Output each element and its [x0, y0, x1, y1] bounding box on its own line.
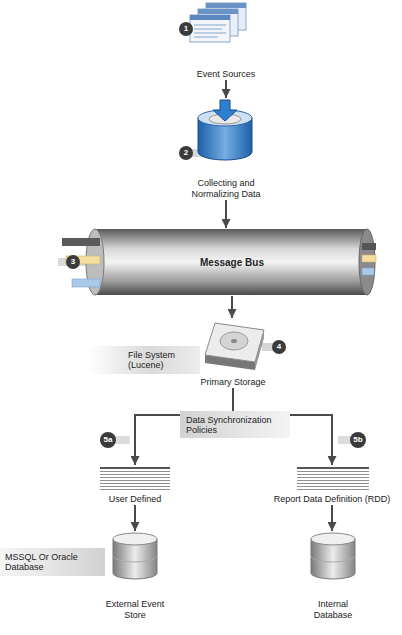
node-label: Primary Storage — [200, 377, 265, 388]
database-node: Internal Database — [293, 531, 373, 621]
node-label: Report Data Definition (RDD) — [274, 494, 391, 505]
grid-top — [297, 467, 369, 469]
table-grid-icon — [297, 467, 369, 491]
database-node: External Event Store — [95, 531, 175, 621]
sync-node: Report Data Definition (RDD) — [262, 465, 402, 505]
callout-number: 2 — [179, 146, 193, 160]
sync-node: User Defined — [90, 465, 180, 505]
table-grid-icon — [100, 467, 170, 491]
node-label: Message Bus — [200, 257, 264, 268]
pipe-end — [359, 229, 375, 295]
window-titlebar — [198, 9, 238, 14]
drive-platter — [220, 332, 248, 350]
window-titlebar — [190, 15, 230, 20]
window-lines — [194, 25, 226, 37]
window-stack-icon — [190, 3, 246, 42]
callout-number: 5b — [350, 432, 366, 448]
db-band — [113, 556, 157, 562]
db-top — [311, 533, 355, 545]
grid-lines — [297, 467, 369, 491]
hard-drive-icon — [205, 323, 264, 370]
node-label: User Defined — [109, 494, 162, 505]
collector-disk-icon — [198, 100, 252, 160]
node-label: Collecting and Normalizing Data — [185, 178, 267, 200]
drive-top — [205, 323, 264, 362]
db-top — [113, 533, 157, 545]
annotation-tag: Data Synchronization Policies — [180, 411, 290, 438]
flow-connector — [134, 505, 136, 531]
annotation-tag: MSSQL Or Oracle Database — [0, 548, 105, 576]
source-node: Event Sources — [166, 2, 286, 80]
drive-spindle — [231, 339, 237, 343]
window-titlebar — [206, 3, 246, 8]
message-bus-pipe — [62, 229, 376, 295]
bus-node: Message Bus — [88, 228, 376, 296]
callout-number: 3 — [66, 255, 80, 269]
node-label: Event Sources — [197, 69, 256, 80]
node-label: Internal Database — [308, 599, 358, 621]
node-label: External Event Store — [99, 599, 171, 621]
callout-number: 5a — [100, 432, 116, 448]
callout-number: 4 — [272, 340, 286, 354]
window-shape — [190, 15, 230, 42]
flow-connector — [225, 80, 227, 98]
db-band — [311, 556, 355, 562]
grid-top — [100, 467, 170, 469]
grid-lines — [100, 467, 170, 491]
input-arrow — [213, 100, 237, 121]
pipe-tube — [62, 238, 100, 246]
pipe-body — [95, 229, 367, 295]
pipe-tube — [362, 255, 376, 262]
flow-connector — [331, 505, 333, 531]
flow-connector — [225, 200, 227, 228]
annotation-tag: File System (Lucene) — [88, 346, 200, 374]
database-icon — [311, 533, 355, 579]
pipe-tube — [362, 268, 374, 275]
callout-number: 1 — [179, 22, 193, 36]
database-icon — [113, 533, 157, 579]
pipe-tube — [72, 279, 100, 287]
pipe-tube — [362, 243, 376, 250]
flow-connector — [231, 296, 233, 318]
